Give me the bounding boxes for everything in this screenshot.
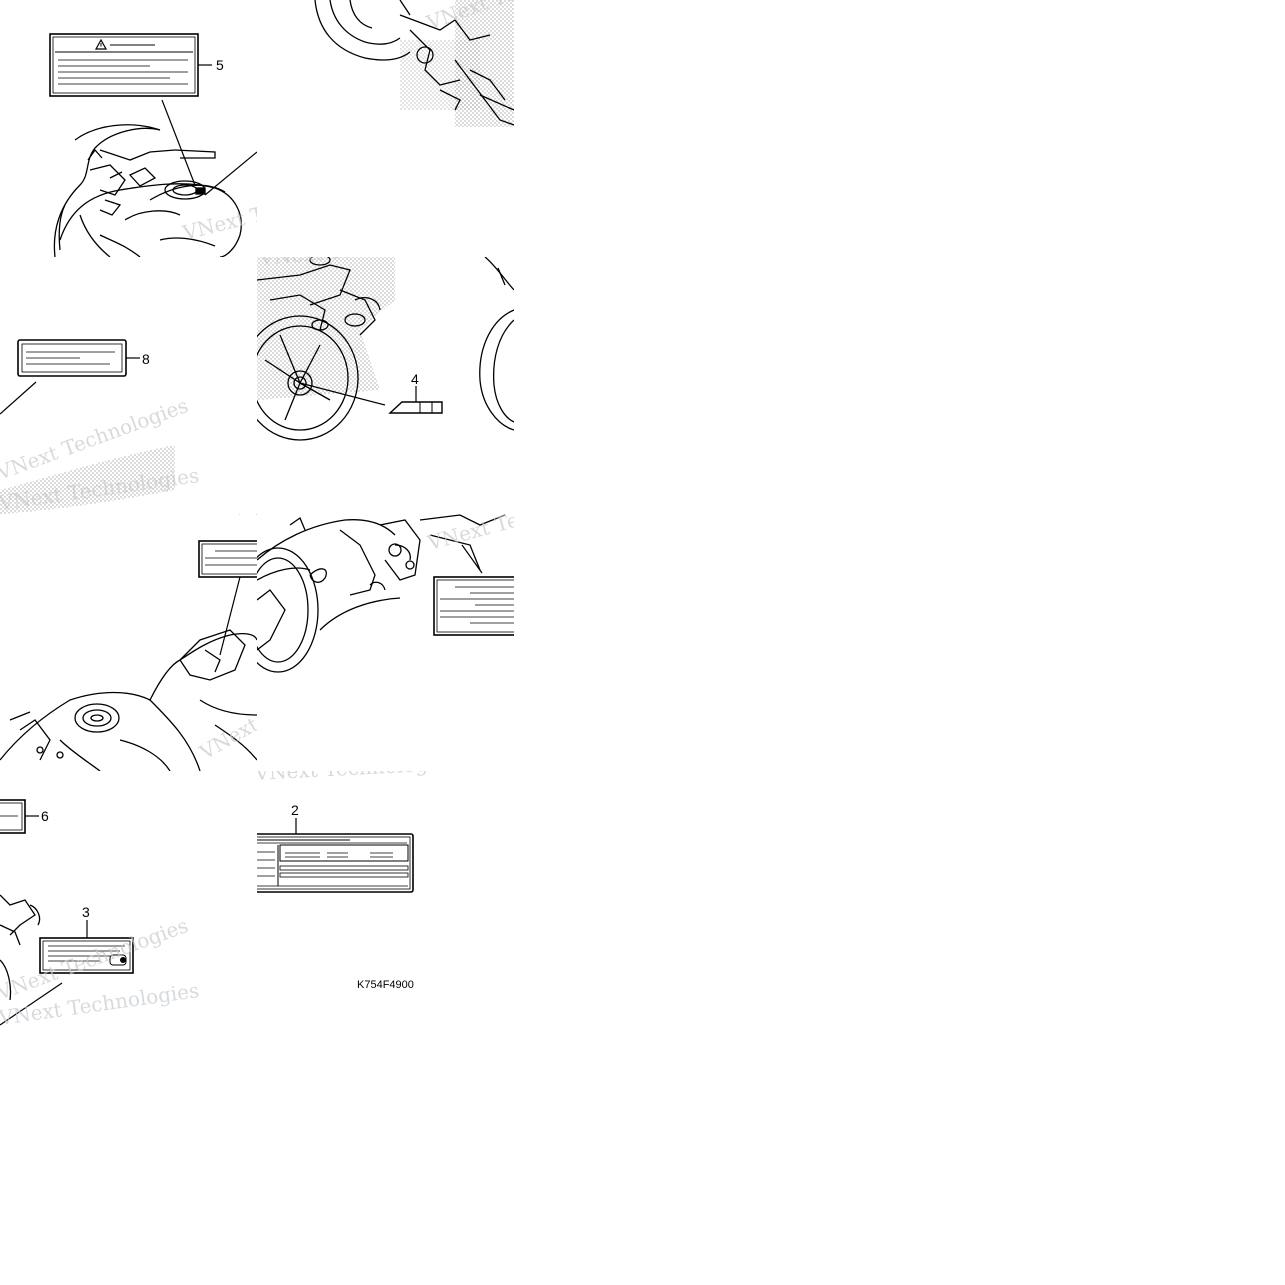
callout-4: 4 — [411, 371, 419, 387]
rear-wheel-upper — [314, 0, 514, 126]
watermark-text: VNext Technologies — [195, 643, 383, 765]
warning-triangle-icon — [94, 38, 108, 50]
label-4-sticker — [388, 401, 443, 414]
rear-wheel-assembly — [257, 257, 514, 441]
tile-side-view: VNext Technologies — [257, 479, 626, 673]
label-4-leader — [299, 382, 386, 406]
label-5-sticker — [49, 33, 199, 97]
tile-label-2: 2 K754F4900 VNext Technologies — [253, 750, 457, 991]
label-2-sticker — [257, 833, 414, 893]
label-seat-leader — [219, 576, 241, 656]
tile-labels-6-3: 6 3 VNext Technologies VNext Technologie… — [0, 799, 201, 1028]
watermark-text: VNext Technologies — [423, 0, 622, 35]
callout-5: 5 — [216, 57, 224, 73]
label-8-leader — [0, 381, 37, 415]
motorcycle-front-top — [53, 124, 242, 257]
part-code: K754F4900 — [357, 979, 414, 991]
fuel-pump-icon — [109, 954, 127, 966]
label-3-leader — [0, 982, 63, 1026]
label-right-leader — [461, 544, 483, 574]
motorcycle-seat-tank — [0, 514, 257, 771]
tile-label-8: 8 VNext Technologies VNext Technologies — [0, 339, 201, 514]
motorcycle-side-view — [257, 514, 506, 673]
tile-rear-wheel: 4 VNext Technologies — [257, 257, 514, 441]
callout-6: 6 — [41, 808, 49, 824]
label-6-sticker — [0, 799, 26, 834]
watermark-text: VNext Technologies — [179, 173, 382, 245]
watermark-text: VNext Technologies — [424, 479, 626, 555]
motorcycle-handlebar-detail — [0, 894, 41, 1001]
label-seat-sticker — [198, 540, 257, 578]
label-8-sticker — [17, 339, 127, 377]
label-5-leader — [161, 99, 196, 186]
callout-8: 8 — [142, 351, 150, 367]
tile-front-upper: 5 VNext Technologies — [49, 33, 382, 257]
watermark-text: VNext Technologies — [253, 750, 457, 785]
callout-3: 3 — [82, 904, 90, 920]
callout-2: 2 — [291, 802, 299, 818]
label-right-sticker — [433, 576, 514, 636]
tile-rear-upper: VNext Technologies — [314, 0, 622, 127]
